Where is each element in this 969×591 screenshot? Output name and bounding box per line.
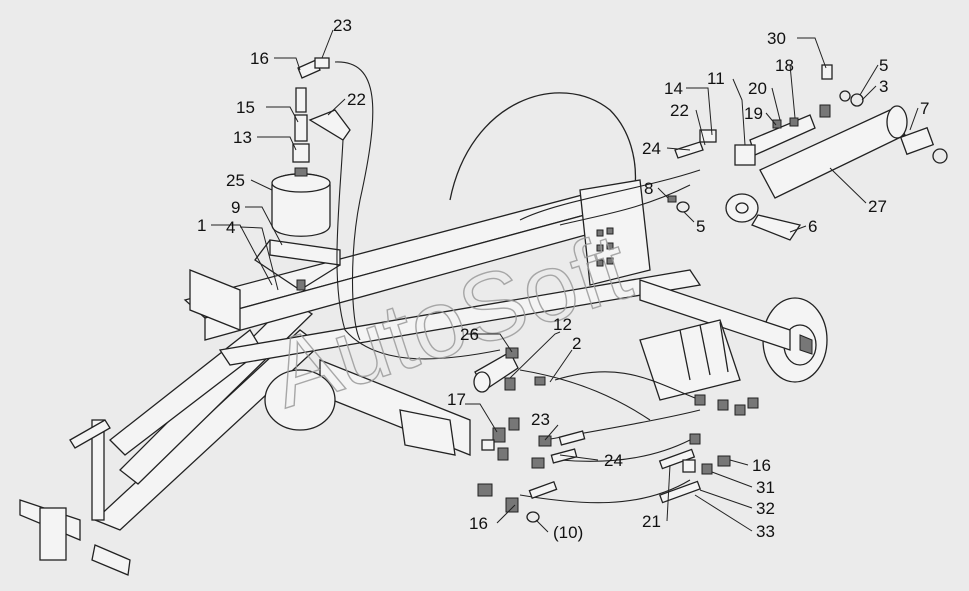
callout-labels: 1 4 9 25 13 15 16 23 22 26 12 2 17 23 24…: [197, 16, 929, 542]
callout-14: 14: [664, 79, 683, 98]
callout-9: 9: [231, 198, 240, 217]
callout-23: 23: [333, 16, 352, 35]
callout-32: 32: [756, 499, 775, 518]
callout-22: 22: [347, 90, 366, 109]
callout-2: 2: [572, 334, 581, 353]
callout-8: 8: [644, 179, 653, 198]
callout-18: 18: [775, 56, 794, 75]
hoses: [334, 61, 701, 504]
callout-24b: 24: [642, 139, 661, 158]
callout-33: 33: [756, 522, 775, 541]
callout-16b: 16: [469, 514, 488, 533]
callout-5: 5: [879, 56, 888, 75]
leader-lines: [211, 29, 919, 533]
callout-30: 30: [767, 29, 786, 48]
callout-17: 17: [447, 390, 466, 409]
callout-22b: 22: [670, 101, 689, 120]
callout-21: 21: [642, 512, 661, 531]
callout-23b: 23: [531, 410, 550, 429]
callout-13: 13: [233, 128, 252, 147]
callout-12: 12: [553, 315, 572, 334]
callout-16c: 16: [752, 456, 771, 475]
callout-1: 1: [197, 216, 206, 235]
callout-27: 27: [868, 197, 887, 216]
callout-7: 7: [920, 99, 929, 118]
callout-19: 19: [744, 104, 763, 123]
callout-4: 4: [226, 218, 235, 237]
callout-10: (10): [553, 523, 583, 542]
callout-15: 15: [236, 98, 255, 117]
callout-16: 16: [250, 49, 269, 68]
callout-31: 31: [756, 478, 775, 497]
callout-6: 6: [808, 217, 817, 236]
callout-26: 26: [460, 325, 479, 344]
callout-3: 3: [879, 77, 888, 96]
callout-20: 20: [748, 79, 767, 98]
callout-5b: 5: [696, 217, 705, 236]
accumulator-assembly: [254, 57, 351, 291]
callout-24: 24: [604, 451, 623, 470]
callout-11: 11: [707, 69, 725, 88]
callout-25: 25: [226, 171, 245, 190]
